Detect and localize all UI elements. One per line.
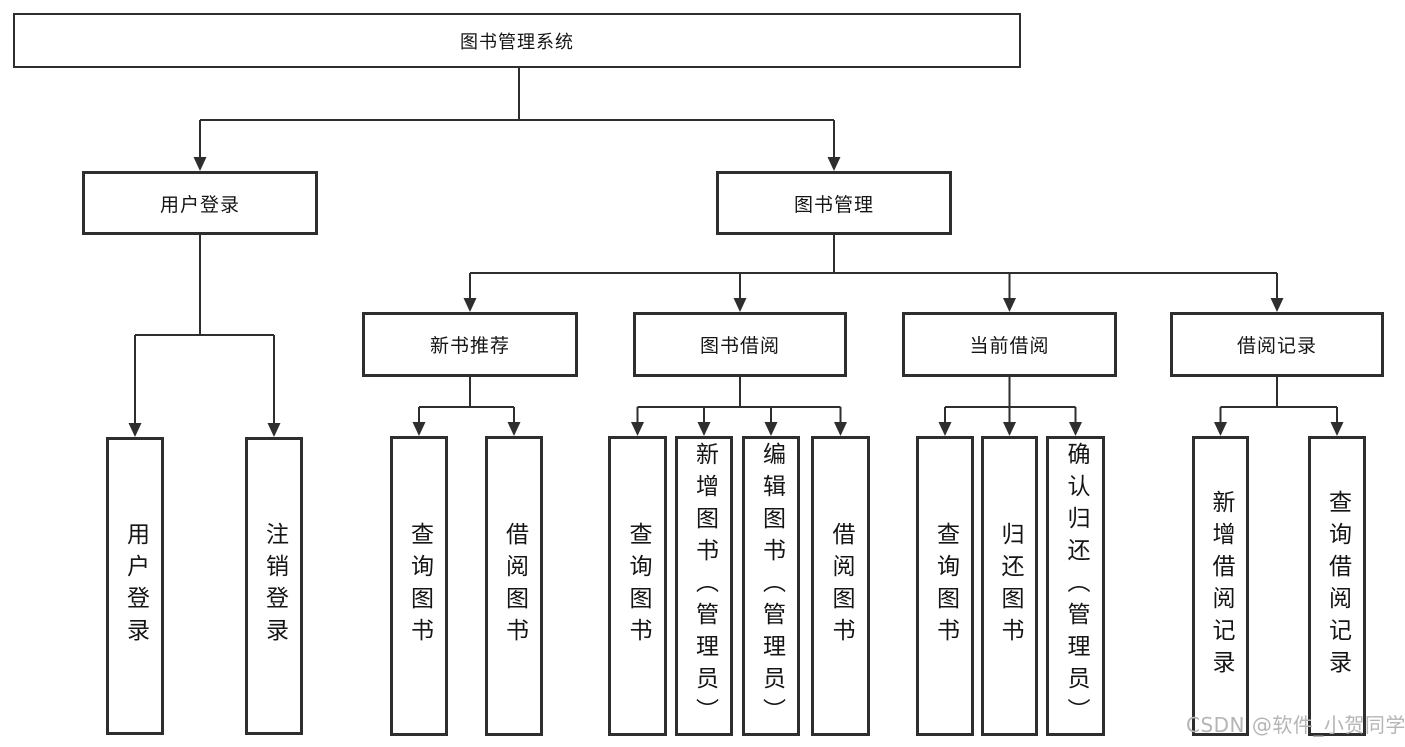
node-return-books: 归还图书	[981, 436, 1038, 736]
node-book-management: 图书管理	[716, 171, 952, 235]
node-borrow-books: 借阅图书	[811, 436, 870, 736]
node-label: 编辑图书（管理员）	[758, 442, 785, 730]
csdn-watermark: CSDN @软件_小贺同学	[1186, 713, 1405, 737]
node-label: 新书推荐	[429, 335, 510, 357]
node-user-login-leaf: 用户登录	[106, 437, 164, 735]
node-label: 用户登录	[159, 193, 240, 216]
node-label: 注销登录	[261, 522, 288, 650]
node-edit-books-admin: 编辑图书（管理员）	[742, 436, 800, 736]
node-query-books-current: 查询图书	[916, 436, 974, 736]
node-label: 用户登录	[122, 522, 149, 650]
node-label: 查询图书	[932, 522, 959, 650]
node-library-management-system: 图书管理系统	[13, 13, 1021, 68]
node-label: 查询图书	[406, 522, 433, 650]
node-add-books-admin: 新增图书（管理员）	[675, 436, 733, 736]
node-current-borrow: 当前借阅	[902, 312, 1117, 377]
node-user-login-branch: 用户登录	[82, 171, 318, 235]
node-label: 借阅记录	[1236, 335, 1317, 357]
node-logout: 注销登录	[245, 437, 303, 735]
node-borrow-records: 借阅记录	[1170, 312, 1384, 377]
node-label: 归还图书	[997, 522, 1023, 650]
node-label: 查询借阅记录	[1324, 490, 1351, 682]
node-new-book-recommend: 新书推荐	[362, 312, 578, 377]
node-borrow-books-recommend: 借阅图书	[485, 436, 543, 736]
node-confirm-return-admin: 确认归还（管理员）	[1046, 436, 1105, 736]
node-query-books-recommend: 查询图书	[390, 436, 448, 736]
node-label: 新增图书（管理员）	[691, 442, 718, 730]
node-query-borrow-record: 查询借阅记录	[1308, 436, 1366, 736]
node-label: 查询图书	[625, 522, 651, 650]
node-book-borrow: 图书借阅	[633, 312, 847, 377]
node-query-books-borrow: 查询图书	[608, 436, 667, 736]
node-label: 图书借阅	[699, 335, 780, 357]
node-label: 图书管理	[793, 193, 874, 216]
node-label: 当前借阅	[969, 335, 1050, 357]
node-add-borrow-record: 新增借阅记录	[1192, 436, 1249, 736]
node-label: 借阅图书	[828, 522, 854, 650]
node-label: 确认归还（管理员）	[1063, 442, 1089, 730]
node-label: 新增借阅记录	[1208, 490, 1234, 682]
node-label: 图书管理系统	[460, 31, 574, 53]
node-label: 借阅图书	[501, 522, 528, 650]
